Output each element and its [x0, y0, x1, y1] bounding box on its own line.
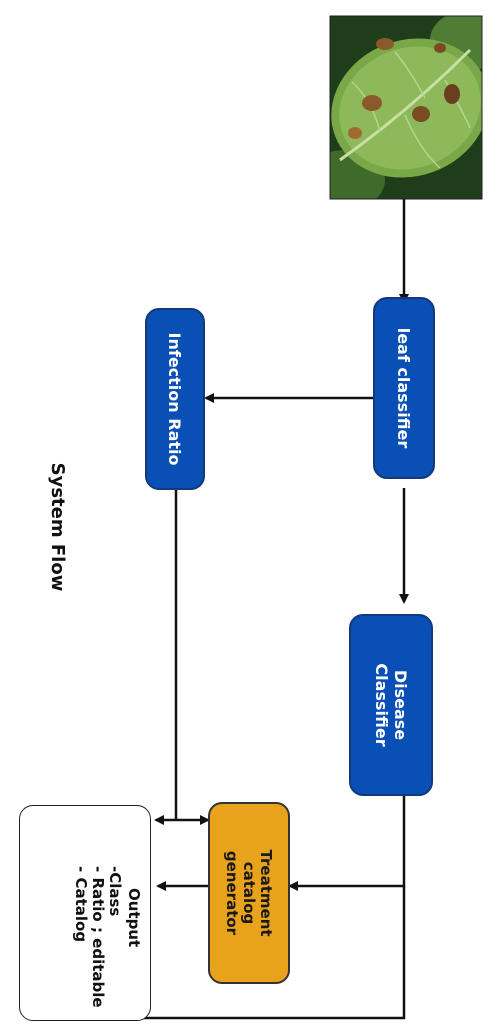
output-item-ratio: - Ratio ; editable	[89, 866, 107, 1008]
output-title: Output	[125, 888, 143, 948]
infection-ratio-node: Infection Ratio	[145, 308, 205, 490]
infection-ratio-label: Infection Ratio	[165, 332, 185, 466]
output-item-catalog: - Catalog	[72, 866, 90, 943]
leaf-classifier-node: leaf classifier	[373, 297, 435, 479]
disease-classifier-label: Disease Classifier	[372, 663, 410, 747]
disease-classifier-node: Disease Classifier	[349, 614, 433, 796]
treatment-generator-label: Treatment catalog generator	[223, 849, 276, 937]
leaf-classifier-label: leaf classifier	[394, 327, 414, 449]
treatment-generator-node: Treatment catalog generator	[208, 802, 290, 984]
diagram-title-text: System Flow	[47, 462, 69, 592]
output-item-class: -Class	[106, 866, 124, 917]
output-node: Output -Class - Ratio ; editable - Catal…	[19, 805, 151, 1021]
diagram-title: System Flow	[43, 457, 73, 597]
